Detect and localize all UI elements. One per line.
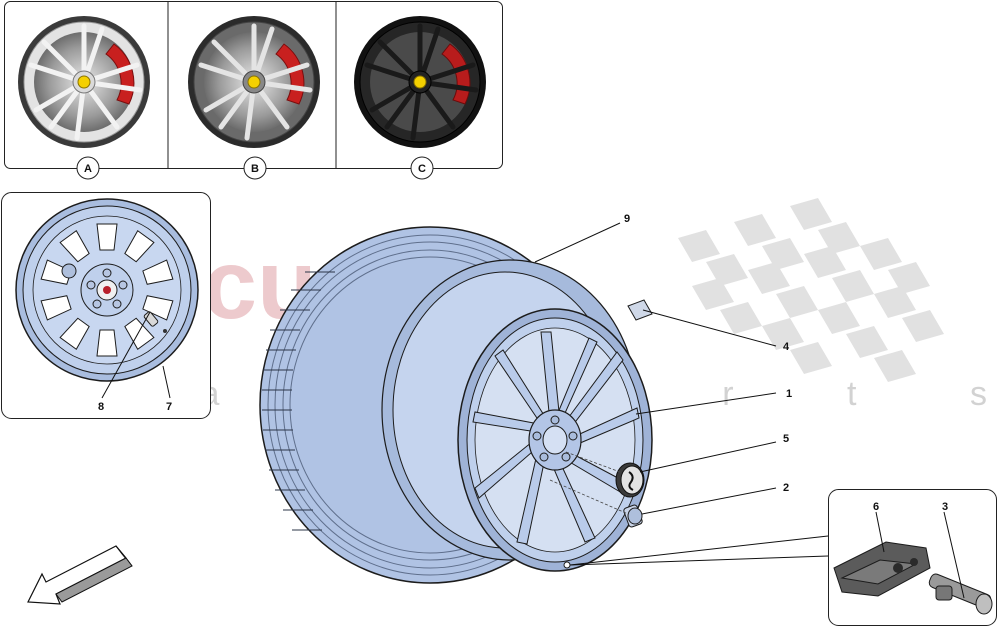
- callout-5: 5: [783, 433, 789, 445]
- hub-cap: [615, 462, 645, 498]
- variant-c-label: C: [418, 163, 426, 175]
- variant-b-badge: B: [243, 156, 267, 180]
- callout-1: 1: [786, 388, 792, 400]
- variant-c-badge: C: [410, 156, 434, 180]
- tpms-detail-panel: [828, 489, 997, 626]
- callout-3: 3: [942, 501, 948, 513]
- main-rim: [457, 308, 653, 572]
- leader-lines: [534, 222, 829, 566]
- callout-2: 2: [783, 482, 789, 494]
- callout-7: 7: [166, 401, 172, 413]
- wheel-variant-b: [188, 16, 320, 148]
- tpms-sensor: [833, 541, 931, 597]
- wheel-variants-panel: A B: [4, 1, 503, 180]
- arrow-down-left-icon: [27, 545, 133, 605]
- spare-wheel-panel: [1, 192, 211, 419]
- wheel-variant-c: [354, 16, 486, 148]
- wheel-bolt: [623, 504, 643, 528]
- callout-4: 4: [783, 341, 790, 353]
- wheel-variant-a: [18, 16, 150, 148]
- balance-weight: [627, 299, 653, 321]
- variant-b-label: B: [251, 163, 259, 175]
- callout-8: 8: [98, 401, 104, 413]
- checkered-flag-watermark: [678, 198, 944, 382]
- callout-6: 6: [873, 501, 879, 513]
- tpms-valve: [928, 573, 993, 615]
- callout-9: 9: [624, 213, 630, 225]
- spare-wheel: [15, 198, 199, 382]
- variant-a-label: A: [84, 163, 92, 175]
- variant-a-badge: A: [76, 156, 100, 180]
